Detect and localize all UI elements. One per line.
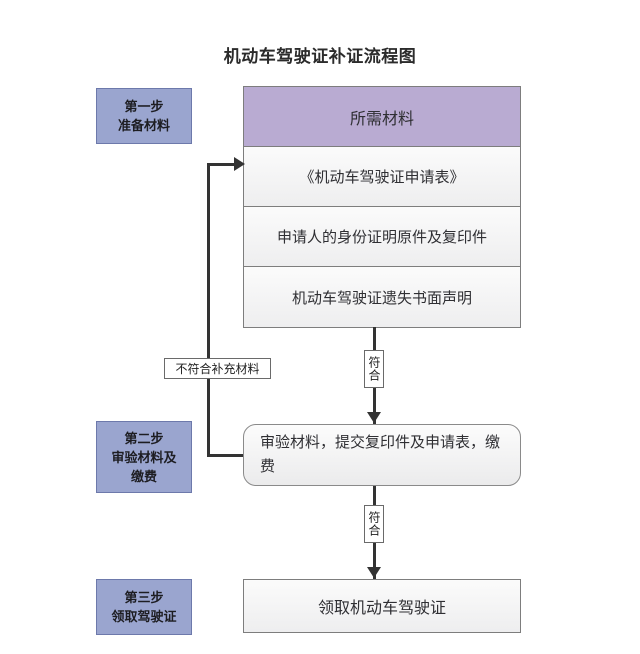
step-1-line-1: 第一步: [124, 99, 164, 114]
final-box: 领取机动车驾驶证: [243, 579, 521, 633]
arrow-head-process-to-final: [367, 567, 381, 578]
step-box-3: 第三步 领取驾驶证: [96, 579, 192, 635]
step-3-line-2: 领取驾驶证: [111, 609, 177, 624]
material-row: 申请人的身份证明原件及复印件: [244, 207, 520, 267]
materials-table: 所需材料 《机动车驾驶证申请表》 申请人的身份证明原件及复印件 机动车驾驶证遗失…: [243, 86, 521, 328]
step-2-line-2: 审验材料及: [111, 449, 177, 465]
process-box: 审验材料，提交复印件及申请表，缴费: [243, 424, 521, 486]
edge-label-reject: 不符合补充材料: [164, 358, 271, 379]
step-1-line-2: 准备材料: [117, 118, 170, 133]
page-title: 机动车驾驶证补证流程图: [223, 47, 417, 66]
arrow-head-feedback: [234, 157, 245, 171]
step-3-line-1: 第三步: [124, 590, 164, 605]
material-row: 《机动车驾驶证申请表》: [244, 147, 520, 207]
connector-feedback-top: [207, 163, 237, 166]
materials-header: 所需材料: [244, 87, 520, 147]
connector-feedback-bottom: [207, 454, 245, 457]
edge-label-pass-1: 符合: [364, 350, 384, 388]
arrow-head-materials-to-process: [367, 412, 381, 423]
step-2-line-1: 第二步: [124, 430, 164, 446]
material-row: 机动车驾驶证遗失书面声明: [244, 267, 520, 327]
step-2-line-3: 缴费: [130, 468, 157, 484]
step-box-1: 第一步 准备材料: [96, 88, 192, 144]
step-box-2: 第二步 审验材料及 缴费: [96, 421, 192, 493]
connector-feedback-riser: [207, 163, 210, 457]
edge-label-pass-2: 符合: [364, 505, 384, 543]
